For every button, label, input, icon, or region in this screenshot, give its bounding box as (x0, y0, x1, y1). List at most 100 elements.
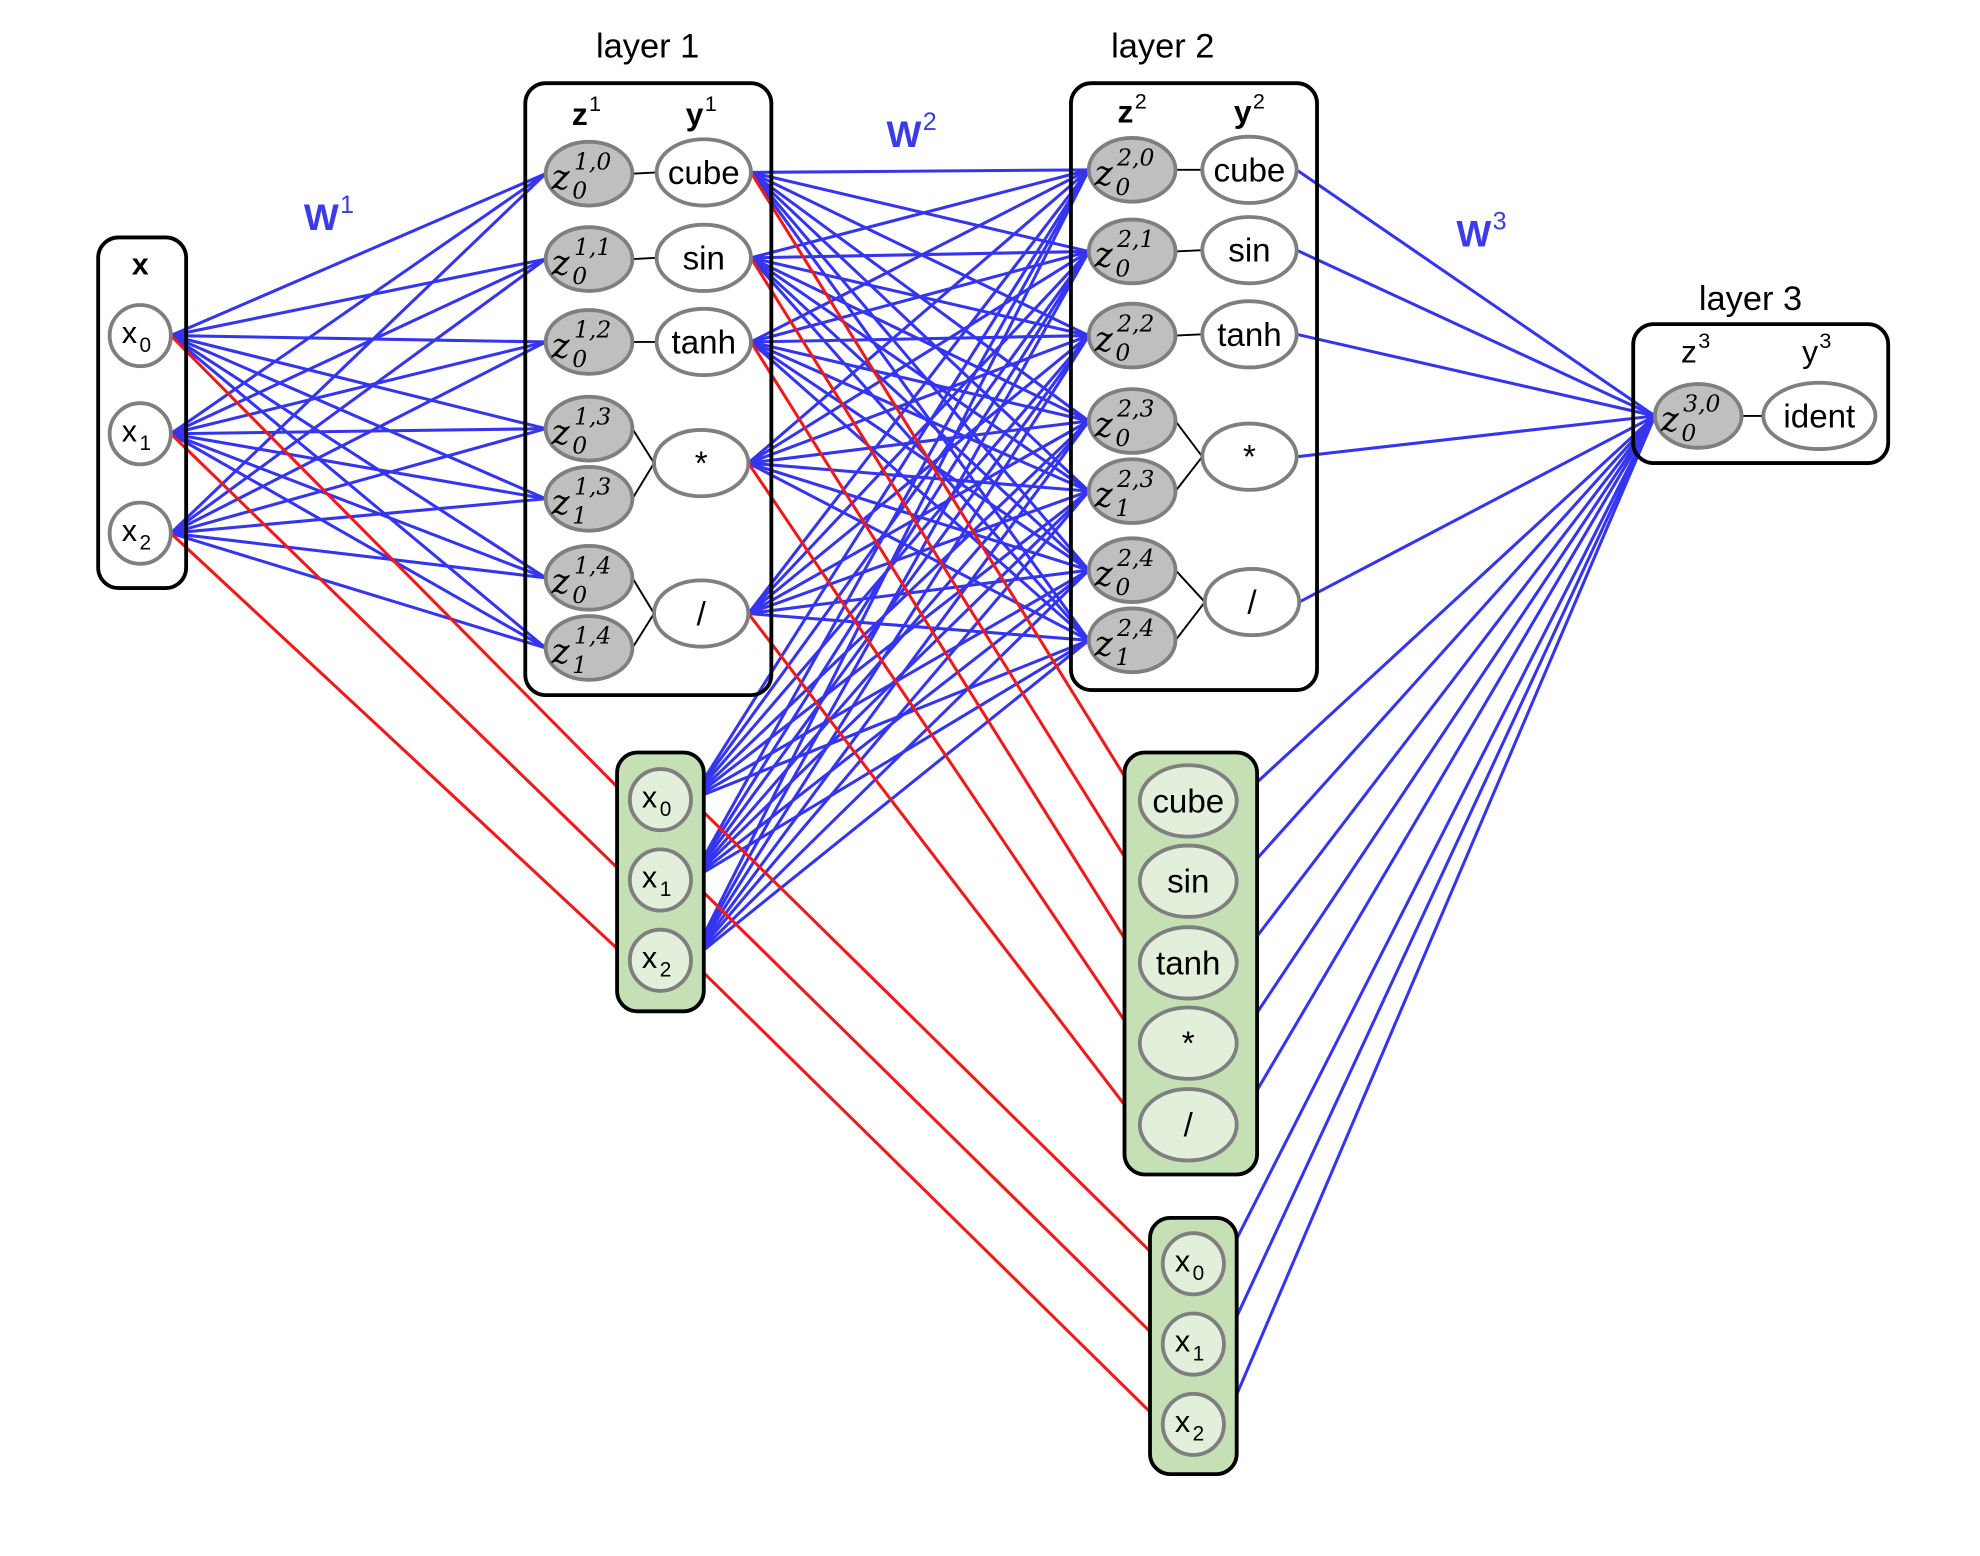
label-base: z (1094, 320, 1114, 360)
z-y-connector (631, 428, 655, 464)
label-superscript: 1,0 (574, 147, 611, 175)
label-base: x (122, 414, 137, 448)
weight-edge-w1 (170, 340, 547, 535)
label-subscript: 0 (1681, 419, 1696, 447)
label-superscript: 1,3 (574, 472, 611, 500)
label-superscript: 1,4 (574, 552, 611, 580)
label-superscript: 1 (589, 91, 601, 116)
weight-edge-w1 (170, 257, 547, 436)
z-y-connector (631, 577, 655, 615)
skip-edge (169, 432, 631, 882)
skip-edge (689, 959, 1164, 1426)
input-node (107, 500, 173, 566)
weight-edge-w2 (689, 420, 1091, 962)
skip-activation-node (1137, 925, 1239, 1001)
label-superscript: 2 (1135, 88, 1147, 113)
label-superscript: 3 (1819, 328, 1831, 353)
label-base: x (122, 316, 137, 350)
z-node (1086, 217, 1178, 286)
activation-node (652, 578, 751, 649)
z-y-connector (1175, 249, 1203, 253)
weight-edge-w2 (749, 171, 1090, 572)
output-node-label: ident (1783, 398, 1855, 435)
label-base: z (1681, 333, 1697, 369)
label-subscript: 1 (140, 432, 152, 455)
weight-edge-w2 (689, 569, 1090, 962)
label-base: z (551, 413, 571, 453)
label-base: x (1175, 1244, 1190, 1278)
weight-edge-w2 (750, 168, 1090, 344)
label-superscript: 1,2 (574, 316, 611, 344)
activation-node-label: sin (1228, 233, 1270, 270)
label-subscript: 0 (572, 262, 587, 290)
skip-edge (169, 334, 631, 801)
weight-edge-w2 (689, 334, 1091, 962)
activation-node-label: / (1247, 585, 1257, 622)
weight-edge-w3 (1235, 414, 1657, 964)
activation-node-label: * (695, 446, 708, 483)
activation-node-label: / (697, 596, 707, 633)
weight-edge-w2 (747, 419, 1090, 615)
z-node (543, 544, 635, 612)
activation-node (652, 428, 751, 499)
weight-edge-w3 (1295, 168, 1656, 418)
label-base: z (1094, 154, 1114, 194)
activation-node-label: tanh (1217, 317, 1281, 354)
label-superscript: 1 (340, 191, 354, 219)
z-node (543, 139, 635, 208)
z-node (1086, 301, 1178, 370)
skip-edge (749, 341, 1142, 964)
weight-edge-w1 (170, 427, 547, 535)
weight-label-w2: W2 (887, 108, 937, 155)
z-node (1086, 457, 1178, 525)
label-base: z (551, 562, 571, 602)
input-header: x (132, 247, 149, 281)
label-base: z (1094, 554, 1114, 594)
label-base: W (304, 197, 339, 238)
weight-edge-w2 (747, 168, 1091, 615)
weight-edge-w3 (1235, 414, 1656, 803)
label-superscript: 2,4 (1116, 614, 1154, 642)
skip-edge (747, 612, 1142, 1126)
z-y-connector (1174, 456, 1204, 492)
label-base: x (642, 780, 657, 814)
label-subscript: 1 (572, 651, 587, 679)
skip-activation-node-label: * (1182, 1026, 1195, 1063)
weight-edge-w1 (169, 257, 547, 535)
weight-edge-w1 (169, 172, 547, 436)
weight-edge-w2 (748, 568, 1090, 616)
layer-title: layer 3 (1699, 280, 1802, 318)
z-y-connector (1174, 569, 1206, 603)
weight-edge-w2 (747, 250, 1090, 615)
weight-edge-w1 (170, 257, 546, 338)
weight-edge-w1 (170, 172, 547, 337)
activation-node-label: cube (668, 155, 740, 192)
label-subscript: 0 (572, 177, 587, 205)
weight-edge-w2 (750, 340, 1090, 423)
weight-edge-w2 (750, 168, 1089, 174)
activation-node-label: * (1243, 439, 1256, 476)
weight-edge-w3 (1298, 414, 1656, 604)
edges (169, 168, 1657, 1426)
label-subscript: 1 (1115, 494, 1130, 522)
weight-edge-w2 (689, 490, 1090, 962)
label-base: z (551, 158, 571, 198)
label-base: x (642, 861, 657, 895)
activation-node (654, 222, 753, 293)
label-subscript: 1 (572, 502, 587, 530)
label-superscript: 2,2 (1116, 309, 1154, 337)
z-node (543, 225, 635, 293)
label-base: z (1094, 236, 1114, 276)
skip-activation-node-label: cube (1152, 783, 1224, 820)
